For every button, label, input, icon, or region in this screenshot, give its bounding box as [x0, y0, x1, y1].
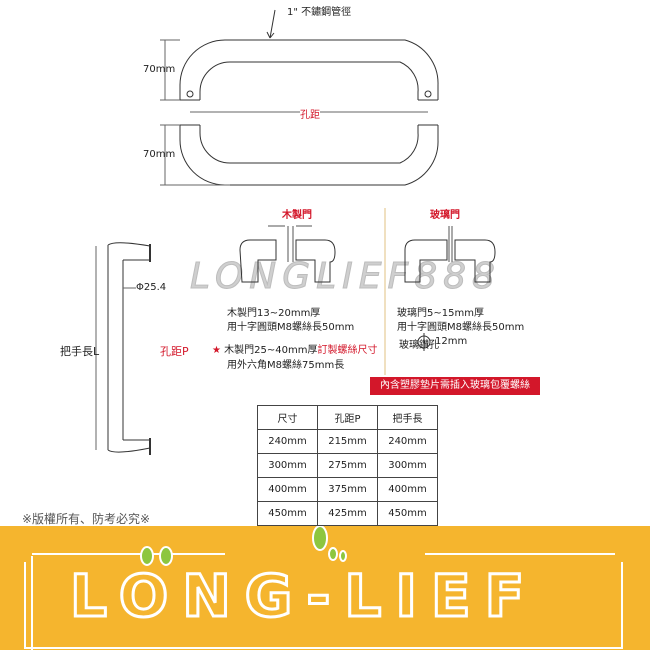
handle-bottom-outline: [179, 125, 439, 186]
header-cell: 孔距P: [317, 405, 378, 430]
tree-icon: [339, 550, 347, 562]
cell: 425mm: [317, 501, 378, 526]
cell: 300mm: [257, 453, 318, 478]
header-cell: 尺寸: [257, 405, 318, 430]
cell: 400mm: [377, 477, 438, 502]
cell: 240mm: [377, 429, 438, 454]
cell: 240mm: [257, 429, 318, 454]
cell: 215mm: [317, 429, 378, 454]
hole-distance-label: 孔距: [300, 106, 320, 121]
header-cell: 把手長: [377, 405, 438, 430]
banner-frame: [24, 526, 623, 650]
copyright-notice: ※版權所有、防考必究※: [22, 512, 151, 526]
wood-line3: ★ 木製門25~40mm厚訂製螺絲尺寸: [212, 341, 377, 356]
tree-icon: [328, 547, 338, 561]
cell: 450mm: [377, 501, 438, 526]
glass-hole-size: 12mm: [435, 336, 468, 347]
height-top: 70mm: [143, 64, 176, 75]
height-bottom: 70mm: [143, 149, 176, 160]
wood-line2: 用十字圓頭M8螺絲長50mm: [227, 322, 355, 333]
length-label: 把手長L: [60, 345, 100, 358]
star-icon: ★: [212, 345, 221, 356]
glass-line1: 玻璃門5~15mm厚: [397, 308, 484, 319]
hole-p-label: 孔距P: [160, 345, 189, 358]
wood-line4: 用外六角M8螺絲75mm長: [227, 360, 345, 371]
glass-title: 玻璃門: [430, 210, 460, 221]
side-handle: [107, 242, 151, 453]
glass-line3: 玻璃鑽孔: [399, 340, 439, 351]
table-header: 尺寸 孔距P 把手長: [257, 405, 438, 430]
wood-line1: 木製門13~20mm厚: [227, 308, 321, 319]
wood-title: 木製門: [282, 210, 312, 221]
brand-logo: LONG-LIEF: [68, 561, 539, 632]
cell: 450mm: [257, 501, 318, 526]
leaf-icon: [159, 546, 173, 566]
cell: 375mm: [317, 477, 378, 502]
pipe-label: 1" 不鏽鋼管徑: [287, 7, 352, 18]
diameter-label: Φ25.4: [136, 282, 167, 293]
glass-line2: 用十字圓頭M8螺絲長50mm: [397, 322, 525, 333]
handle-top-inner: [199, 61, 419, 100]
tree-icon: [312, 526, 328, 551]
handle-bottom-inner: [199, 125, 419, 164]
handle-top-outline: [179, 39, 439, 100]
cell: 400mm: [257, 477, 318, 502]
cell: 300mm: [377, 453, 438, 478]
wood-custom: 訂製螺絲尺寸: [317, 345, 378, 356]
cell: 275mm: [317, 453, 378, 478]
leaf-icon: [140, 546, 154, 566]
wood-line3a: 木製門25~40mm厚: [224, 345, 318, 356]
glass-note: 內含塑膠墊片需插入玻璃包覆螺絲: [370, 377, 540, 395]
brand-banner: LONG-LIEF: [0, 526, 650, 650]
